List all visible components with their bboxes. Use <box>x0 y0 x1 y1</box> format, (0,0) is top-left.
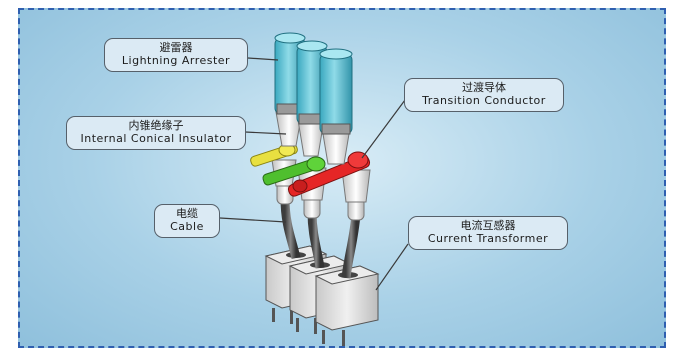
internal-conical-insulator-label-zh: 内锥绝缘子 <box>128 119 184 132</box>
cable-label-en: Cable <box>170 220 204 233</box>
internal-conical-insulator-callout: 内锥绝缘子 Internal Conical Insulator <box>66 116 246 150</box>
lightning-arrester-label-zh: 避雷器 <box>159 41 193 54</box>
lightning-arresters <box>274 32 353 135</box>
phase-yellow-conductor <box>250 143 298 167</box>
upper-insulators <box>275 111 351 165</box>
current-transformer-label-zh: 电流互感器 <box>460 219 516 232</box>
transition-conductor-label-en: Transition Conductor <box>422 94 546 107</box>
transition-conductor-label-zh: 过渡导体 <box>462 81 506 94</box>
phase-green-conductor <box>262 156 326 186</box>
transition-conductor-callout: 过渡导体 Transition Conductor <box>404 78 564 112</box>
current-transformer-housings <box>264 245 380 346</box>
current-transformer-callout: 电流互感器 Current Transformer <box>408 216 568 250</box>
transition-conductors <box>250 143 371 197</box>
cable-label-zh: 电缆 <box>176 207 198 220</box>
current-transformer-label-en: Current Transformer <box>427 232 549 245</box>
lightning-arrester-label-en: Lightning Arrester <box>121 54 231 67</box>
internal-conical-insulator-label-en: Internal Conical Insulator <box>80 132 232 145</box>
cable-callout: 电缆 Cable <box>154 204 220 238</box>
lightning-arrester-callout: 避雷器 Lightning Arrester <box>104 38 248 72</box>
